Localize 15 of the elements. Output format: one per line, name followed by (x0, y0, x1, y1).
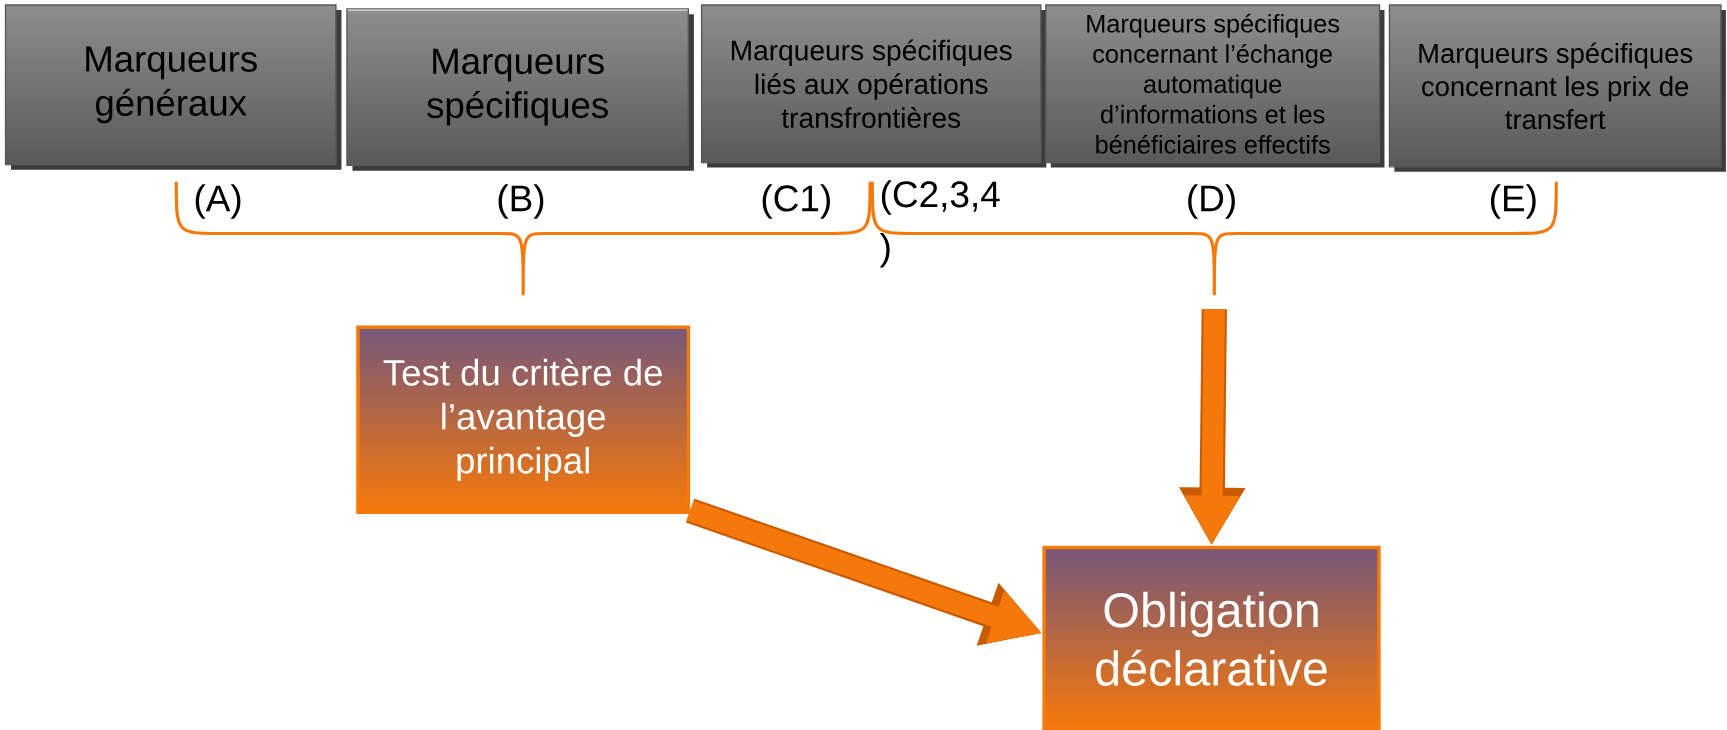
marker-letter: (C1) (762, 184, 830, 219)
marker-letter: (B) (498, 184, 544, 219)
marker-box: Marqueurs spécifiques concernant les prix de transfert (1388, 4, 1726, 172)
marker-box: Marqueurs spécifiques concernant l’échange automatique d’informations et les bénéficiaires effectifs (1045, 4, 1385, 168)
process-box: Obligation déclarative (1042, 545, 1381, 730)
marker-letter: (E) (1491, 184, 1536, 219)
marker-letter: (C2,3,4 ) (879, 180, 1000, 268)
curly-brace (870, 181, 1558, 297)
process-box: Test du critère de l’avantage principal (356, 325, 691, 514)
curly-brace (174, 181, 872, 297)
marker-box: Marqueurs généraux (4, 4, 342, 170)
marker-letter: (A) (195, 184, 241, 219)
marker-box: Marqueurs spécifiques liés aux opérations transfrontières (700, 4, 1047, 168)
marker-box: Marqueurs spécifiques (346, 8, 694, 171)
marker-letter: (D) (1188, 184, 1235, 219)
